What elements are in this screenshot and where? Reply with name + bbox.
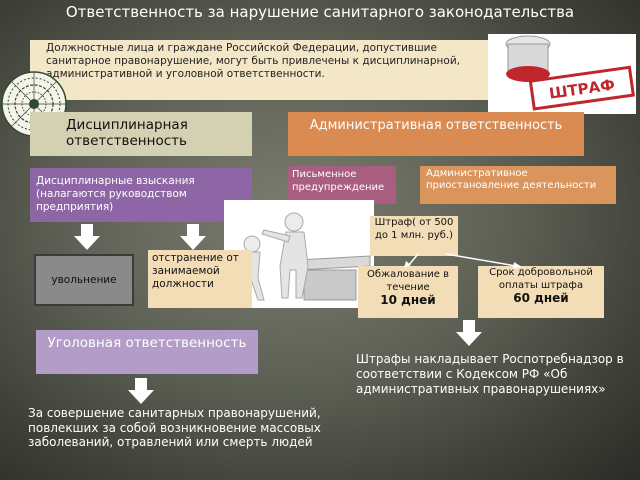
dismissal-box: увольнение (34, 254, 134, 306)
arrow-down-icon (456, 320, 482, 346)
administrative-heading: Административная ответственность (309, 118, 563, 133)
payment-label: Срок добровольной оплаты штрафа (489, 267, 593, 291)
fine-box: Штраф( от 500 до 1 млн. руб.) (370, 216, 458, 256)
criminal-heading: Уголовная ответственность (47, 335, 247, 351)
appeal-term: 10 дней (380, 293, 436, 307)
slide-title: Ответственность за нарушение санитарного… (65, 4, 575, 21)
intro-text: Должностные лица и граждане Российской Ф… (46, 42, 460, 80)
removal: отстранение от занимаемой должности (152, 252, 239, 290)
authority-note: Штрафы накладывает Роспотребнадзор в соо… (356, 352, 624, 396)
arrow-down-icon (74, 224, 100, 250)
suspension: Административное приостановление деятель… (426, 168, 597, 191)
written-warning-box: Письменное предупреждение (288, 166, 396, 204)
arrow-down-icon (180, 224, 206, 250)
disciplinary-penalties-box: Дисциплинарные взыскания (налагаются рук… (30, 168, 252, 222)
suspension-box: Административное приостановление деятель… (420, 166, 616, 204)
stamp-icon: ШТРАФ (488, 34, 636, 114)
written-warning: Письменное предупреждение (292, 169, 385, 193)
intro-box: Должностные лица и граждане Российской Ф… (30, 40, 488, 100)
removal-box: отстранение от занимаемой должности (148, 250, 252, 308)
payment-term: 60 дней (513, 291, 569, 305)
payment-box: Срок добровольной оплаты штрафа 60 дней (478, 266, 604, 318)
connector-lines (404, 253, 522, 269)
disciplinary-heading-box: Дисциплинарная ответственность (30, 112, 252, 156)
disciplinary-heading: Дисциплинарная ответственность (66, 117, 188, 149)
administrative-heading-box: Административная ответственность (288, 112, 584, 156)
arrow-down-icon (128, 378, 154, 404)
appeal-box: Обжалование в течение 10 дней (358, 266, 458, 318)
dismissal: увольнение (51, 274, 117, 286)
criminal-description: За совершение санитарных правонарушений,… (28, 406, 321, 449)
fine-text: Штраф( от 500 до 1 млн. руб.) (374, 217, 454, 241)
disciplinary-penalties: Дисциплинарные взыскания (налагаются рук… (36, 175, 195, 213)
appeal-label: Обжалование в течение (367, 269, 449, 293)
criminal-heading-box: Уголовная ответственность (36, 330, 258, 374)
